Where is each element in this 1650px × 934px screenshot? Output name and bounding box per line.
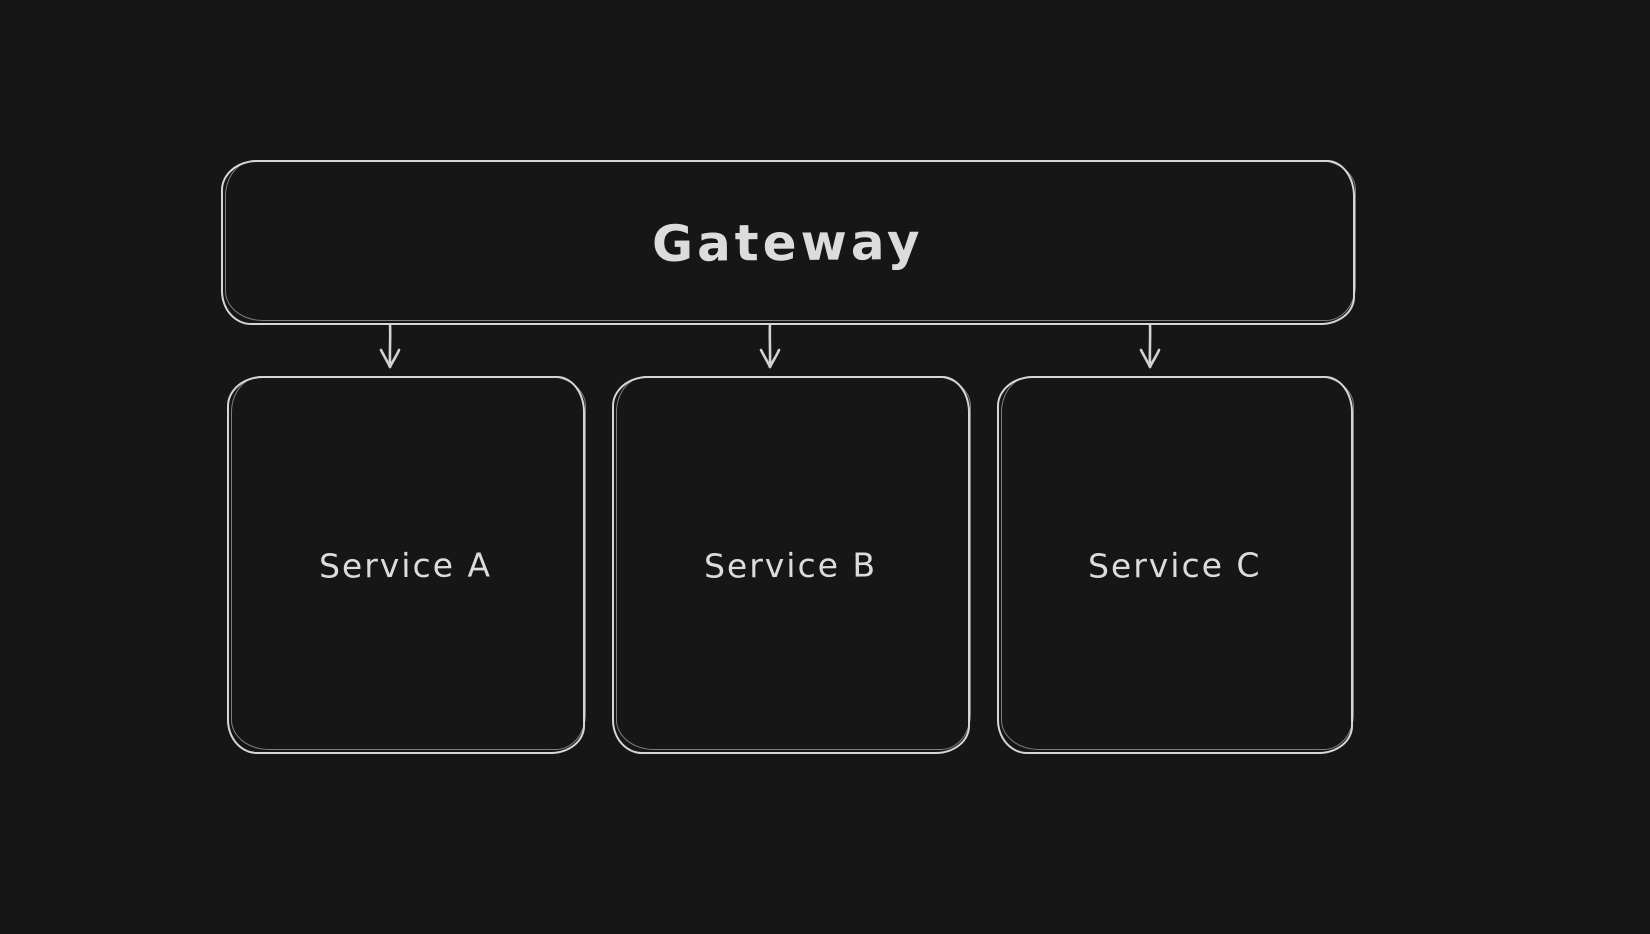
service-b-node[interactable]: Service B [612, 376, 971, 754]
arrow-gateway-to-service-b-icon[interactable] [751, 323, 789, 377]
service-c-node-label: Service C [1088, 544, 1262, 586]
service-a-node-label: Service A [319, 544, 493, 586]
service-c-node[interactable]: Service C [997, 376, 1354, 754]
gateway-node[interactable]: Gateway [221, 160, 1356, 325]
gateway-node-label: Gateway [652, 212, 924, 273]
service-a-node[interactable]: Service A [227, 376, 586, 754]
service-b-node-label: Service B [704, 544, 878, 586]
arrow-gateway-to-service-a-icon[interactable] [371, 323, 409, 377]
arrow-gateway-to-service-c-icon[interactable] [1131, 323, 1169, 377]
